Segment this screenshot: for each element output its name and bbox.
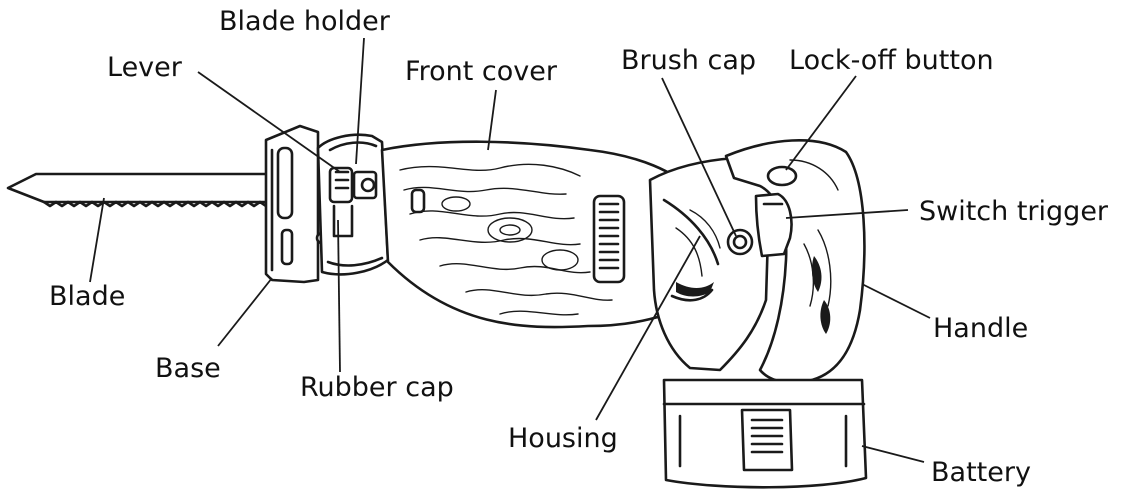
label-blade-holder: Blade holder <box>219 6 391 37</box>
leader-blade-holder <box>355 37 365 165</box>
saw-illustration <box>6 124 868 489</box>
front-cover-part <box>380 140 692 329</box>
leader-rubber-cap <box>337 219 341 373</box>
part-labels: Blade holder Lever Front cover Brush cap… <box>49 6 1109 488</box>
label-rubber-cap: Rubber cap <box>300 372 454 403</box>
label-base: Base <box>155 353 221 384</box>
leader-lock-off-button <box>785 75 857 171</box>
label-brush-cap: Brush cap <box>621 45 756 76</box>
leader-blade <box>89 197 105 283</box>
leader-brush-cap <box>661 77 737 237</box>
leader-lever <box>197 71 341 173</box>
handle-part <box>724 139 866 384</box>
leader-base <box>217 277 273 347</box>
leader-battery <box>861 445 925 463</box>
label-handle: Handle <box>933 313 1028 344</box>
leader-switch-trigger <box>785 209 909 219</box>
label-housing: Housing <box>508 423 618 454</box>
switch-trigger-part <box>754 192 793 258</box>
label-battery: Battery <box>931 457 1031 488</box>
label-lever: Lever <box>107 52 183 83</box>
blade-holder-assembly <box>316 133 390 276</box>
label-switch-trigger: Switch trigger <box>919 196 1109 227</box>
leader-front-cover <box>487 89 497 151</box>
battery-part <box>662 378 868 489</box>
label-lock-off-button: Lock-off button <box>789 45 994 76</box>
leader-lines <box>89 37 931 463</box>
brush-cap-part <box>726 228 754 256</box>
blade-part <box>6 172 302 208</box>
label-front-cover: Front cover <box>405 56 558 87</box>
housing-part <box>648 156 772 372</box>
label-blade: Blade <box>49 281 125 312</box>
leader-housing <box>595 235 701 421</box>
leader-handle <box>861 283 931 319</box>
